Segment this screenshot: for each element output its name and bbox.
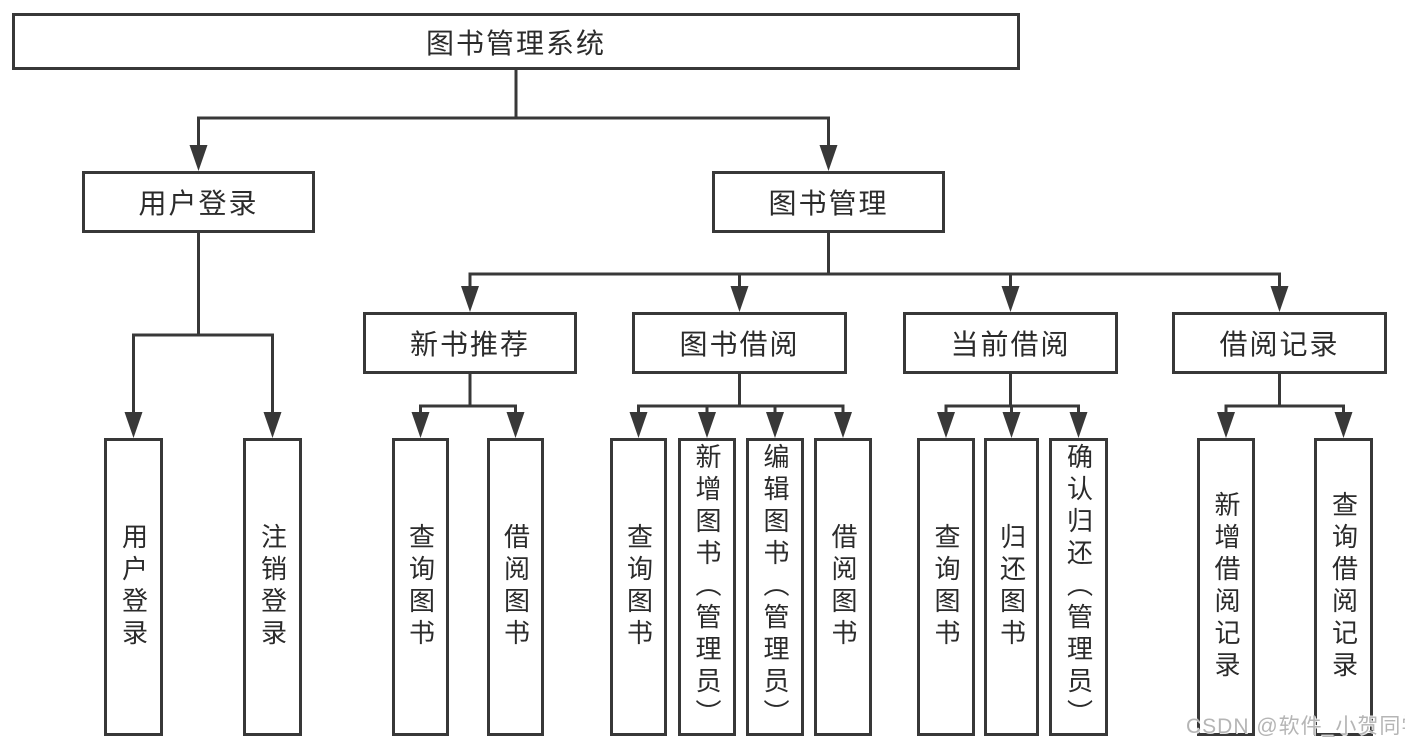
connector-rec bbox=[411, 374, 525, 438]
leaf-query-books-label: 查询图书 bbox=[405, 523, 436, 651]
arrowhead-b_query bbox=[629, 412, 648, 438]
leaf-add-book-admin: 新增图书（管理员） bbox=[678, 438, 736, 736]
node-user-login-label: 用户登录 bbox=[138, 188, 259, 219]
node-current-borrow: 当前借阅 bbox=[903, 312, 1118, 374]
leaf-return-book: 归还图书 bbox=[984, 438, 1039, 736]
leaf-borrow-books-label: 借阅图书 bbox=[500, 523, 531, 651]
arrowhead-b_add bbox=[698, 412, 716, 438]
leaf-add-borrow-record-label: 新增借阅记录 bbox=[1211, 491, 1241, 683]
node-borrow-records: 借阅记录 bbox=[1172, 312, 1387, 374]
arrowhead-b_borrow bbox=[834, 412, 852, 438]
node-library-system: 图书管理系统 bbox=[12, 13, 1020, 70]
node-current-borrow-label: 当前借阅 bbox=[950, 329, 1071, 360]
arrowhead-rec bbox=[461, 286, 479, 312]
arrowhead-login_do bbox=[124, 412, 143, 438]
arrowhead-login_out bbox=[263, 412, 282, 438]
arrowhead-history bbox=[1270, 286, 1289, 312]
leaf-return-book-label: 归还图书 bbox=[996, 523, 1027, 651]
leaf-user-login-label: 用户登录 bbox=[118, 523, 149, 651]
arrowhead-b_edit bbox=[766, 412, 784, 438]
connector-history bbox=[1217, 374, 1353, 438]
connector-borrow bbox=[629, 374, 852, 438]
leaf-logout-label: 注销登录 bbox=[257, 523, 288, 651]
arrowhead-rec_borrow bbox=[506, 412, 525, 438]
leaf-query-books-2: 查询图书 bbox=[610, 438, 667, 736]
leaf-query-borrow-record-label: 查询借阅记录 bbox=[1328, 491, 1359, 683]
node-book-management: 图书管理 bbox=[712, 171, 945, 233]
connector-current bbox=[937, 374, 1088, 438]
leaf-edit-book-admin: 编辑图书（管理员） bbox=[746, 438, 804, 736]
arrowhead-rec_query bbox=[411, 412, 430, 438]
connector-root bbox=[189, 70, 838, 171]
connector-mgmt bbox=[461, 233, 1289, 312]
arrowhead-mgmt bbox=[819, 145, 838, 171]
arrowhead-current bbox=[1001, 286, 1020, 312]
arrowhead-c_confirm bbox=[1069, 412, 1088, 438]
node-borrow-records-label: 借阅记录 bbox=[1219, 329, 1340, 360]
node-new-book-recommend-label: 新书推荐 bbox=[409, 329, 530, 360]
leaf-query-books-2-label: 查询图书 bbox=[623, 523, 654, 651]
arrowhead-login bbox=[189, 145, 208, 171]
arrowhead-borrow bbox=[730, 286, 749, 312]
arrowhead-h_query bbox=[1334, 412, 1353, 438]
leaf-user-login: 用户登录 bbox=[104, 438, 163, 736]
leaf-add-book-admin-label: 新增图书（管理员） bbox=[692, 443, 722, 731]
leaf-logout: 注销登录 bbox=[243, 438, 302, 736]
leaf-borrow-books: 借阅图书 bbox=[487, 438, 544, 736]
node-library-system-label: 图书管理系统 bbox=[425, 27, 606, 59]
leaf-query-books: 查询图书 bbox=[392, 438, 449, 736]
leaf-confirm-return-admin: 确认归还（管理员） bbox=[1049, 438, 1108, 736]
node-book-management-label: 图书管理 bbox=[768, 188, 889, 219]
node-book-borrow: 图书借阅 bbox=[632, 312, 847, 374]
watermark: CSDN @软件_小贺同学 bbox=[1186, 715, 1405, 738]
node-book-borrow-label: 图书借阅 bbox=[679, 329, 800, 360]
leaf-edit-book-admin-label: 编辑图书（管理员） bbox=[760, 443, 790, 731]
leaf-borrow-books-2-label: 借阅图书 bbox=[828, 523, 858, 651]
node-new-book-recommend: 新书推荐 bbox=[363, 312, 577, 374]
leaf-query-books-3-label: 查询图书 bbox=[931, 523, 961, 651]
connector-login bbox=[124, 233, 282, 438]
leaf-query-borrow-record: 查询借阅记录 bbox=[1314, 438, 1373, 736]
leaf-confirm-return-admin-label: 确认归还（管理员） bbox=[1063, 443, 1094, 731]
leaf-add-borrow-record: 新增借阅记录 bbox=[1197, 438, 1255, 736]
arrowhead-c_query bbox=[937, 412, 955, 438]
arrowhead-h_add bbox=[1217, 412, 1235, 438]
arrowhead-c_return bbox=[1002, 412, 1021, 438]
leaf-query-books-3: 查询图书 bbox=[917, 438, 975, 736]
node-user-login: 用户登录 bbox=[82, 171, 315, 233]
leaf-borrow-books-2: 借阅图书 bbox=[814, 438, 872, 736]
